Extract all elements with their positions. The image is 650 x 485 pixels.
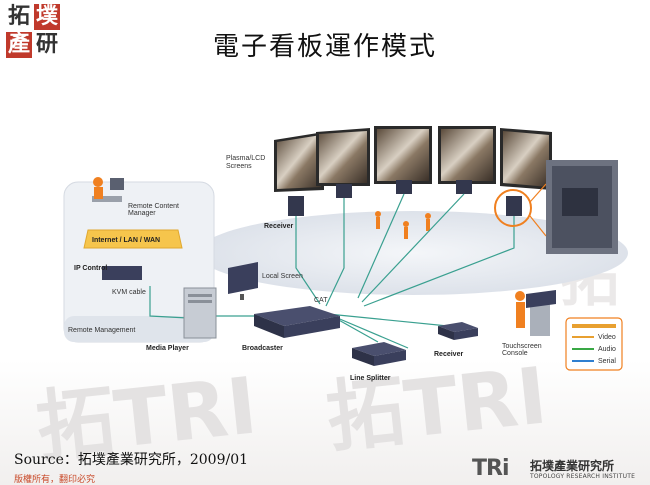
floor-area	[198, 211, 628, 295]
screen-receivers	[288, 180, 522, 216]
label-screens: Screens	[226, 163, 252, 170]
label-plasma: Plasma/LCD	[226, 155, 265, 162]
legend-video: Video	[598, 334, 616, 341]
broadcaster-device	[254, 306, 340, 338]
label-touchscreen-1: Touchscreen	[502, 343, 542, 350]
digital-signage-diagram: Plasma/LCD Screens Receiver Remote Conte…	[63, 126, 628, 382]
label-receiver-top: Receiver	[264, 223, 293, 230]
tri-name-en: TOPOLOGY RESEARCH INSTITUTE	[530, 473, 636, 480]
label-ip-control: IP Control	[74, 265, 107, 272]
label-broadcaster: Broadcaster	[242, 345, 283, 352]
label-kvm: KVM cable	[112, 289, 146, 296]
touchscreen-console-device	[526, 290, 556, 336]
zoom-callout	[494, 160, 618, 254]
remote-content-manager	[92, 177, 124, 202]
logo-char: 研	[34, 32, 60, 58]
tri-brand: TRi	[472, 456, 509, 481]
receiver-bottom-device	[438, 322, 478, 340]
slide-title: 電子看板運作模式	[212, 32, 437, 62]
label-remote-management: Remote Management	[68, 327, 135, 334]
logo-char: 拓	[6, 4, 32, 30]
legend	[565, 317, 623, 371]
label-remote-content-2: Manager	[128, 210, 156, 217]
source-citation: Source：拓墣產業研究所，2009/01	[14, 452, 249, 468]
label-cat: CAT	[314, 297, 328, 304]
legend-audio: Audio	[598, 346, 616, 353]
label-media-player: Media Player	[146, 345, 189, 352]
label-network: Internet / LAN / WAN	[92, 237, 160, 244]
legend-serial: Serial	[598, 358, 616, 365]
copyright-notice: 版權所有，翻印必究	[14, 475, 96, 485]
local-screen-device	[228, 262, 258, 300]
tri-name-cn: 拓墣產業研究所	[530, 459, 615, 473]
ip-control-box	[102, 266, 142, 280]
logo-char: 墣	[34, 4, 60, 30]
brand-logo: 拓 墣 產 研	[6, 4, 66, 62]
logo-char: 產	[6, 32, 32, 58]
screens	[274, 126, 552, 192]
tri-logo: TRi 拓墣產業研究所 TOPOLOGY RESEARCH INSTITUTE	[472, 456, 642, 484]
legend-items: Video Audio Serial	[572, 334, 616, 365]
network-icon	[83, 229, 183, 249]
media-player-device	[183, 287, 217, 339]
label-receiver-bottom: Receiver	[434, 351, 463, 358]
people-icons	[375, 211, 525, 328]
label-touchscreen-2: Console	[502, 350, 528, 357]
label-line-splitter: Line Splitter	[350, 375, 391, 382]
label-remote-content-1: Remote Content	[128, 203, 179, 210]
label-local-screen: Local Screen	[262, 273, 303, 280]
legend-rainbow	[572, 324, 616, 328]
line-splitter-device	[352, 342, 406, 366]
